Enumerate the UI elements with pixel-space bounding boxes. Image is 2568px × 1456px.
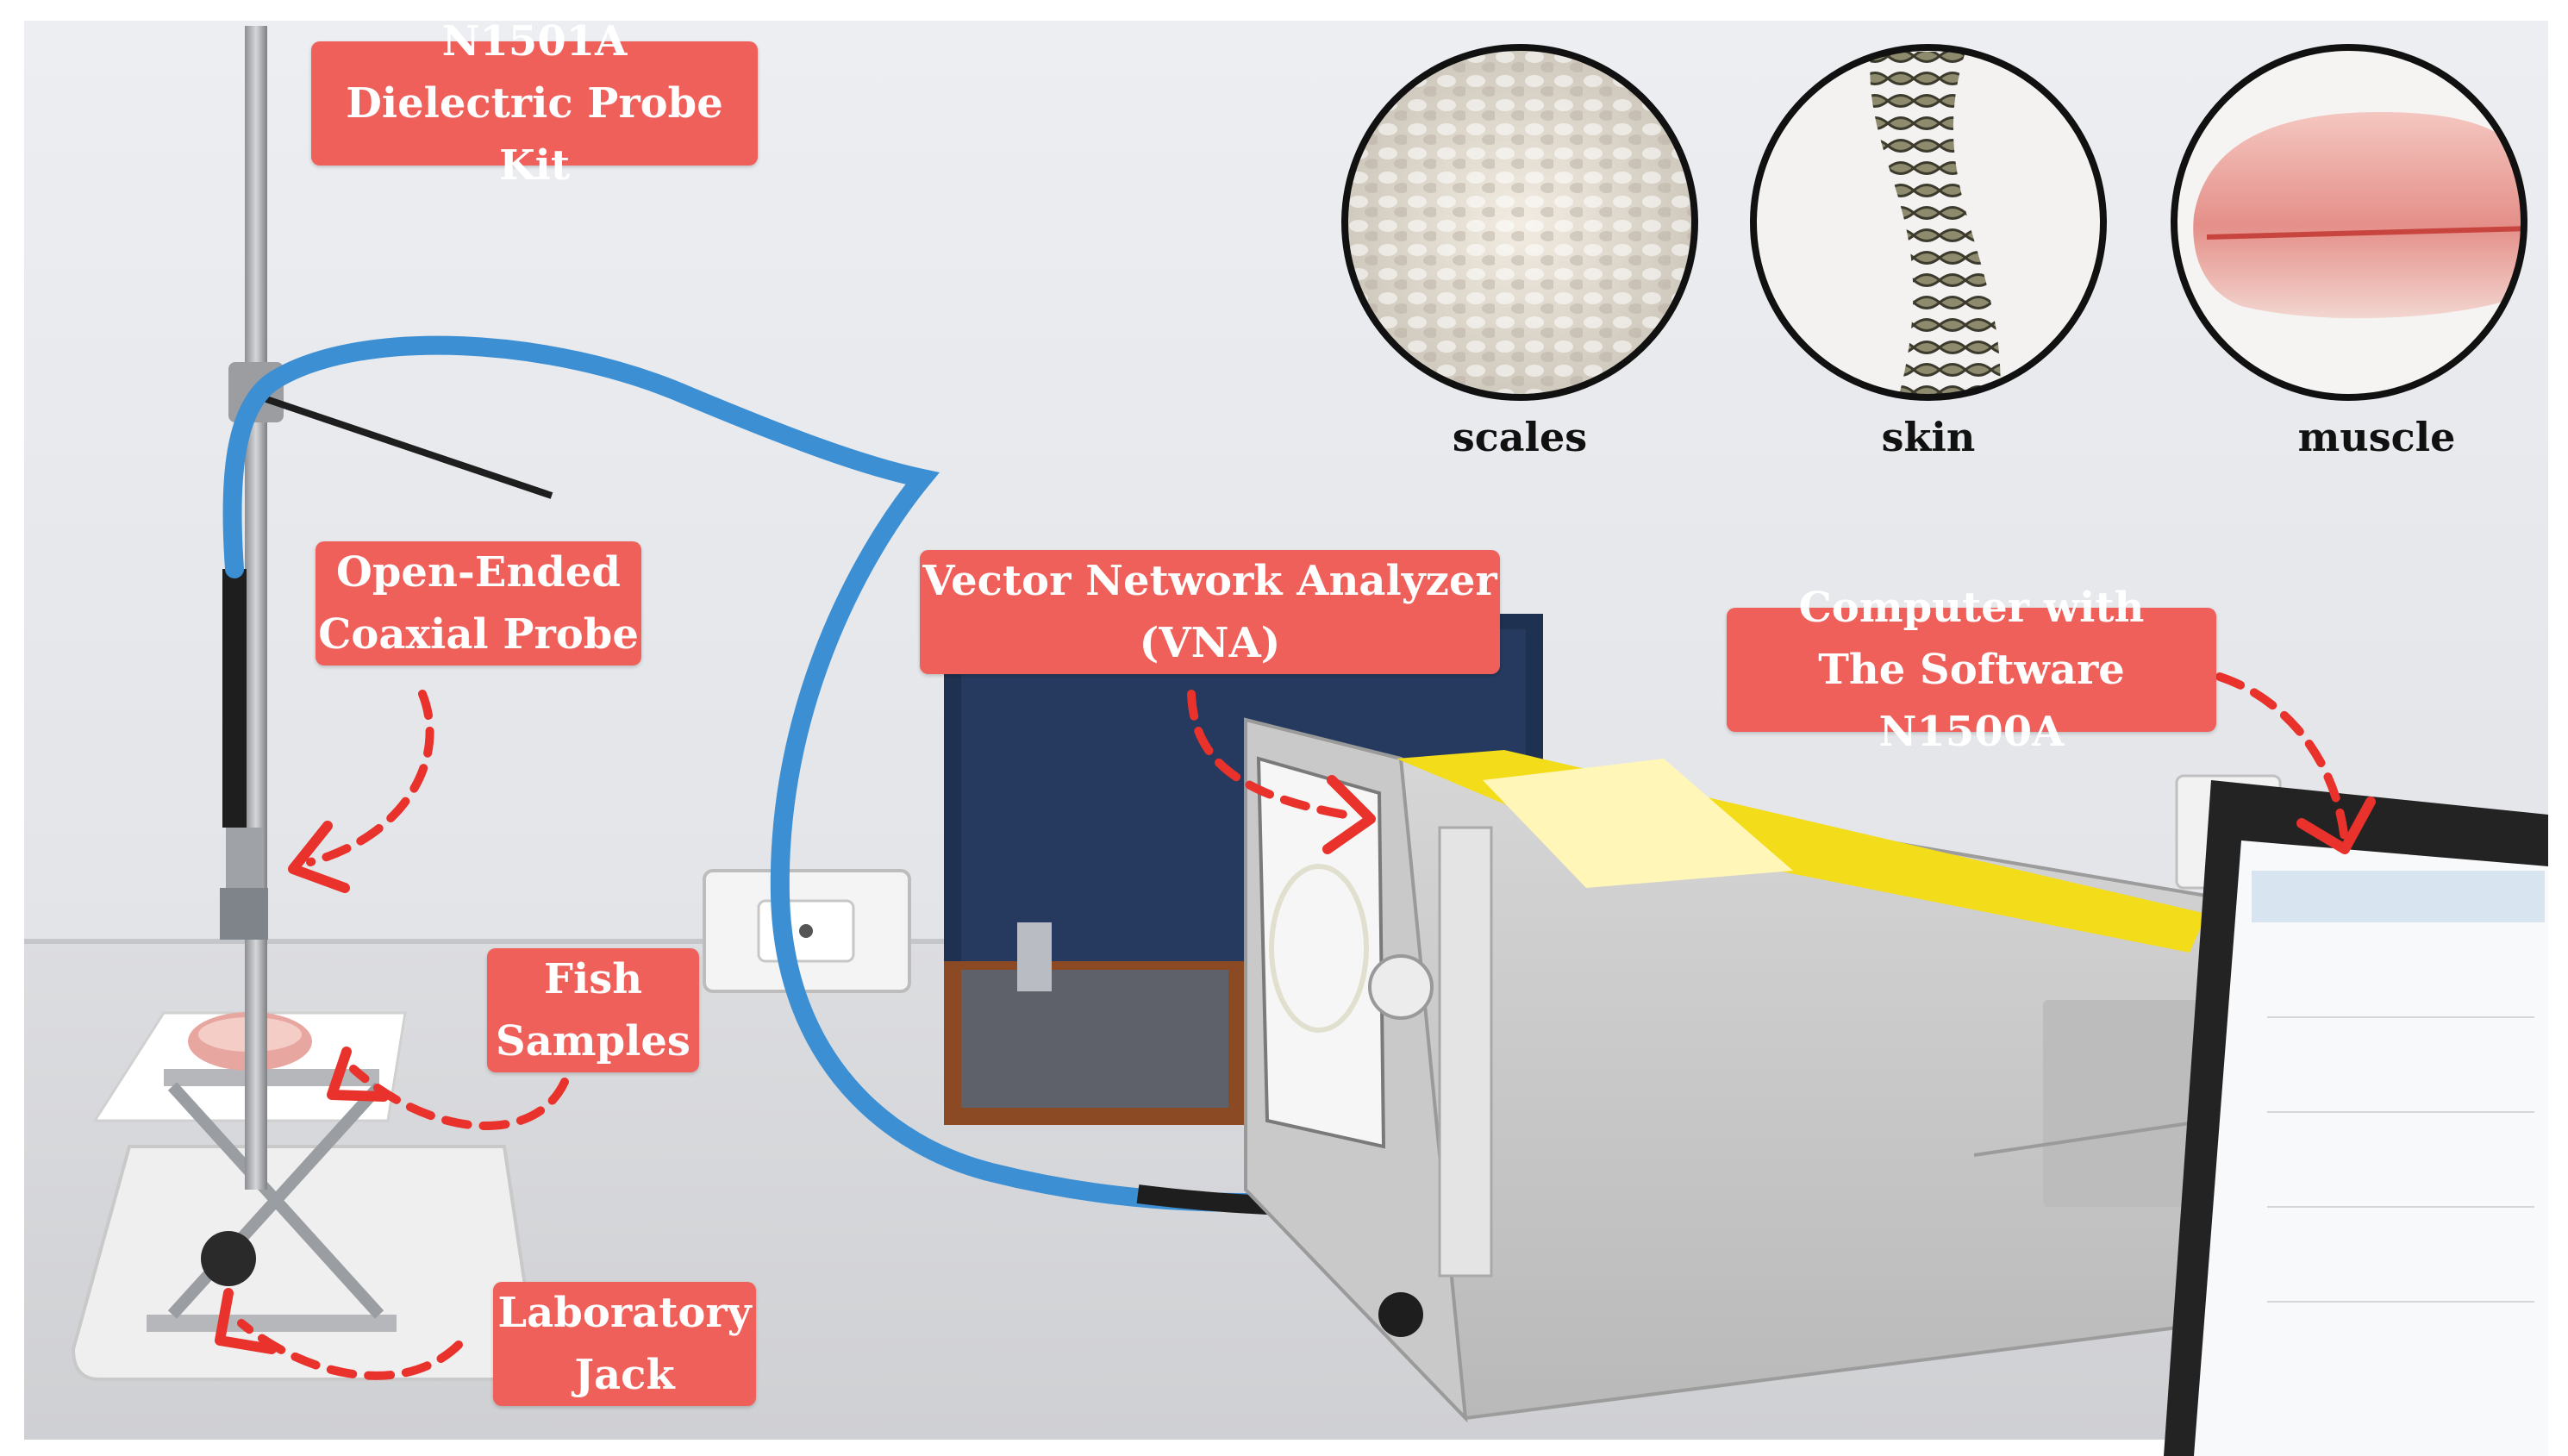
coaxial-probe-label-line2: Coaxial Probe [318,610,639,659]
skin-caption: skin [1881,414,1976,460]
vna-label: Vector Network Analyzer (VNA) [920,550,1500,674]
scales-sample-image [1341,44,1698,401]
scales-caption: scales [1452,414,1588,460]
laboratory-jack-label: Laboratory Jack [493,1282,756,1406]
jack-arrow [237,1319,463,1380]
fish-samples-label-line2: Samples [496,1017,690,1065]
probe-arrow [306,690,434,866]
muscle-sample-image [2171,44,2527,401]
laboratory-jack-label-line1: Laboratory [497,1289,752,1337]
laboratory-jack-label-line2: Jack [574,1351,675,1399]
vna-label-line1: Vector Network Analyzer [922,557,1497,605]
computer-arrow [2215,672,2349,845]
coaxial-probe-label: Open-Ended Coaxial Probe [316,541,641,666]
fish-samples-label-line1: Fish [543,955,643,1003]
coaxial-probe-label-line1: Open-Ended [336,548,621,597]
computer-label-line1: Computer with [1798,584,2145,632]
vna-label-line2: (VNA) [1139,619,1281,667]
skin-sample-image [1750,44,2107,401]
muscle-caption: muscle [2297,414,2456,460]
probe-kit-label: N1501A Dielectric Probe Kit [311,17,758,190]
computer-label: Computer with The Software N1500A [1727,584,2216,756]
probe-kit-label-line2: Dielectric Probe Kit [346,79,723,190]
probe-kit-label-line1: N1501A [441,17,628,66]
fish-samples-label: Fish Samples [487,948,699,1072]
computer-label-line2: The Software N1500A [1818,646,2125,756]
vna-arrow [1187,690,1349,819]
